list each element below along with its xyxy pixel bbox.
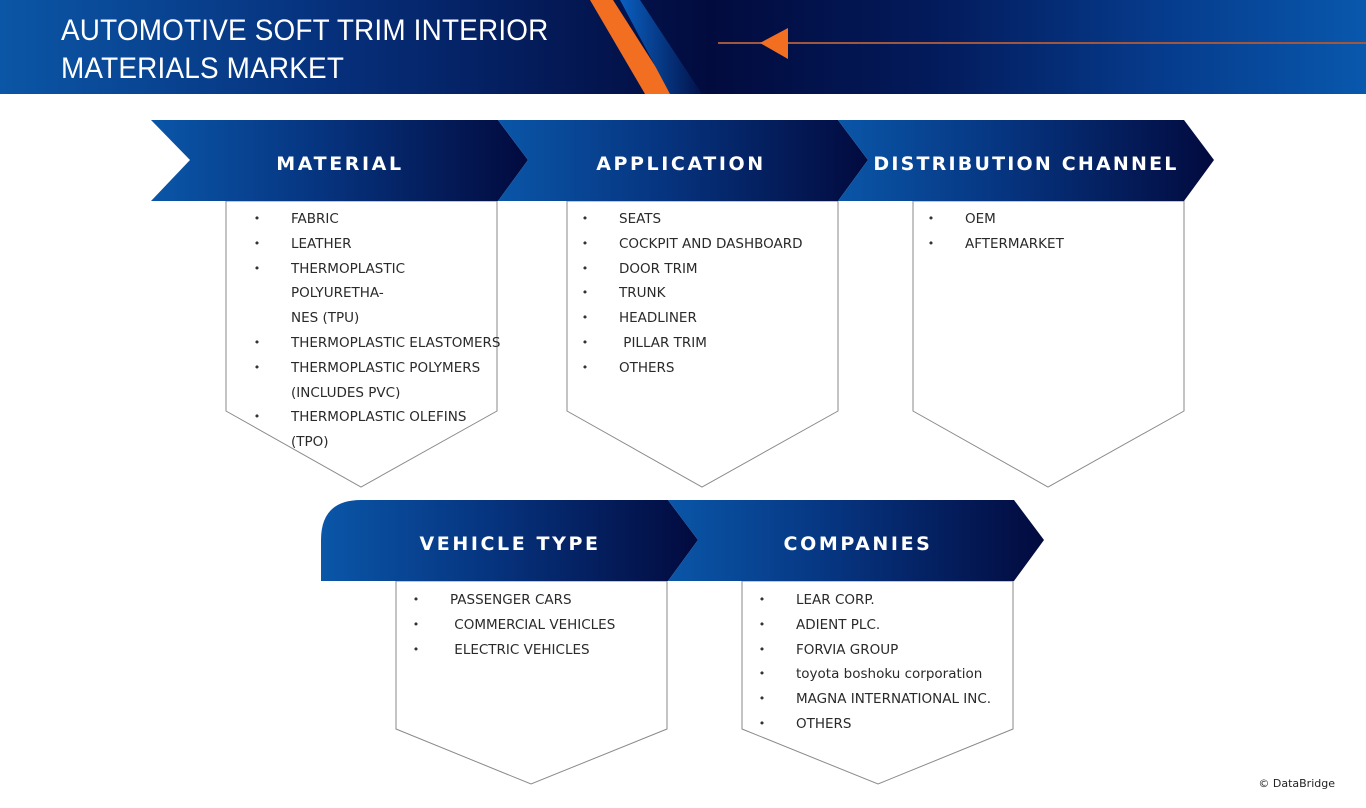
orange-stripe <box>590 0 673 94</box>
bullet-icon: • <box>581 236 589 250</box>
list-item-text: SEATS <box>619 211 662 227</box>
list-item: • AFTERMARKET <box>921 232 1175 257</box>
list-item: • THERMOPLASTIC POLYURETHA- NES (TPU) <box>247 257 501 331</box>
list-item: • DOOR TRIM <box>575 257 829 282</box>
list-item-text: DOOR TRIM <box>619 260 698 277</box>
header-banner: AUTOMOTIVE SOFT TRIM INTERIOR MATERIALS … <box>0 0 1366 94</box>
list-item: • toyota boshoku corporation <box>752 662 1006 687</box>
list-item: • FORVIA GROUP <box>752 638 1006 663</box>
list-item-text: FORVIA GROUP <box>796 641 899 658</box>
bullet-icon: • <box>927 236 935 250</box>
list-item: • LEAR CORP. <box>752 588 1006 613</box>
distribution-banner <box>838 120 1214 201</box>
list-item: • SEATS <box>575 207 829 232</box>
material-banner <box>151 120 528 201</box>
list-item-text: PILLAR TRIM <box>619 334 707 351</box>
title-line-1: AUTOMOTIVE SOFT TRIM INTERIOR <box>61 14 549 47</box>
list-item: • FABRIC <box>247 207 501 232</box>
header-decoration <box>590 0 1366 94</box>
material-list: • FABRIC • LEATHER • THERMOPLASTIC POLYURETHA… <box>247 207 501 455</box>
vehicle-type-heading: VEHICLE TYPE <box>419 533 601 555</box>
orange-arrow-icon <box>760 28 788 59</box>
list-item-text: COCKPIT AND DASHBOARD <box>619 235 803 252</box>
list-item: • OTHERS <box>575 356 829 381</box>
bullet-icon: • <box>412 617 420 631</box>
list-item: • THERMOPLASTIC ELASTOMERS <box>247 331 501 356</box>
list-item-text: OEM <box>965 211 996 227</box>
list-item-text: PASSENGER CARS <box>450 592 572 608</box>
blue-stripe <box>620 0 702 94</box>
bullet-icon: • <box>927 212 935 225</box>
companies-list: • LEAR CORP. • ADIENT PLC. • FORVIA GROUP • toy… <box>752 588 1006 737</box>
bullet-icon: • <box>758 667 766 681</box>
bullet-icon: • <box>253 261 261 275</box>
page-title: AUTOMOTIVE SOFT TRIM INTERIOR MATERIALS … <box>61 12 548 88</box>
bullet-icon: • <box>758 593 766 606</box>
title-line-2: MATERIALS MARKET <box>61 52 345 85</box>
list-item: • PILLAR TRIM <box>575 331 829 356</box>
list-item: • MAGNA INTERNATIONAL INC. <box>752 687 1006 712</box>
list-item-text: OTHERS <box>796 715 852 732</box>
list-item-text: COMMERCIAL VEHICLES <box>450 616 616 633</box>
bullet-icon: • <box>253 236 261 250</box>
list-item: • OEM <box>921 207 1175 232</box>
list-item: • ADIENT PLC. <box>752 613 1006 638</box>
list-item-text: ADIENT PLC. <box>796 616 881 633</box>
bullet-icon: • <box>412 642 420 656</box>
list-item-text: toyota boshoku corporation <box>796 666 983 683</box>
list-item-text: OTHERS <box>619 359 675 376</box>
bullet-icon: • <box>253 335 261 349</box>
bullet-icon: • <box>581 286 589 300</box>
bullet-icon: • <box>253 212 261 225</box>
list-item: • OTHERS <box>752 712 1006 737</box>
bullet-icon: • <box>758 617 766 631</box>
list-item: • ELECTRIC VEHICLES <box>406 638 660 663</box>
list-item: • THERMOPLASTIC OLEFINS (TPO) <box>247 405 501 455</box>
list-item-text: ELECTRIC VEHICLES <box>450 641 590 658</box>
vehicle-type-banner <box>321 500 698 581</box>
companies-heading: COMPANIES <box>783 533 933 555</box>
bullet-icon: • <box>581 360 589 374</box>
bullet-icon: • <box>758 642 766 656</box>
list-item-text: HEADLINER <box>619 310 697 327</box>
list-item-text: LEATHER <box>291 235 352 252</box>
bullet-icon: • <box>581 311 589 325</box>
list-item-text: LEAR CORP. <box>796 592 875 608</box>
list-item: • TRUNK <box>575 281 829 306</box>
bullet-icon: • <box>758 692 766 706</box>
list-item-text: THERMOPLASTIC POLYURETHA- NES (TPU) <box>291 260 406 327</box>
application-list: • SEATS • COCKPIT AND DASHBOARD • DOOR TRIM • T… <box>575 207 829 381</box>
bullet-icon: • <box>253 360 261 374</box>
bullet-icon: • <box>253 410 261 424</box>
application-heading: APPLICATION <box>596 153 766 175</box>
list-item-text: FABRIC <box>291 211 339 227</box>
list-item-text: THERMOPLASTIC POLYMERS (INCLUDES PVC) <box>291 359 481 401</box>
list-item: • COMMERCIAL VEHICLES <box>406 613 660 638</box>
list-item-text: THERMOPLASTIC OLEFINS (TPO) <box>291 409 467 451</box>
list-item: • PASSENGER CARS <box>406 588 660 613</box>
list-item-text: THERMOPLASTIC ELASTOMERS <box>291 334 501 351</box>
copyright-text: © DataBridge <box>1258 777 1335 790</box>
application-banner <box>498 120 868 201</box>
vehicle-type-list: •PASSENGER CARS• COMMERCIAL VEHICLES• EL… <box>406 588 660 662</box>
distribution-list: • OEM • AFTERMARKET <box>921 207 1175 257</box>
bullet-icon: • <box>581 335 589 349</box>
list-item: • COCKPIT AND DASHBOARD <box>575 232 829 257</box>
list-item-text: TRUNK <box>619 285 666 302</box>
list-item: • THERMOPLASTIC POLYMERS (INCLUDES PVC) <box>247 356 501 406</box>
bullet-icon: • <box>412 593 420 606</box>
list-item-text: AFTERMARKET <box>965 235 1064 252</box>
bullet-icon: • <box>581 212 589 225</box>
companies-banner <box>668 500 1044 581</box>
list-item: • HEADLINER <box>575 306 829 331</box>
list-item-text: MAGNA INTERNATIONAL INC. <box>796 691 992 708</box>
material-heading: MATERIAL <box>276 153 404 175</box>
distribution-channel-heading: DISTRIBUTION CHANNEL <box>873 153 1179 175</box>
bullet-icon: • <box>581 261 589 275</box>
bullet-icon: • <box>758 716 766 730</box>
list-item: • LEATHER <box>247 232 501 257</box>
